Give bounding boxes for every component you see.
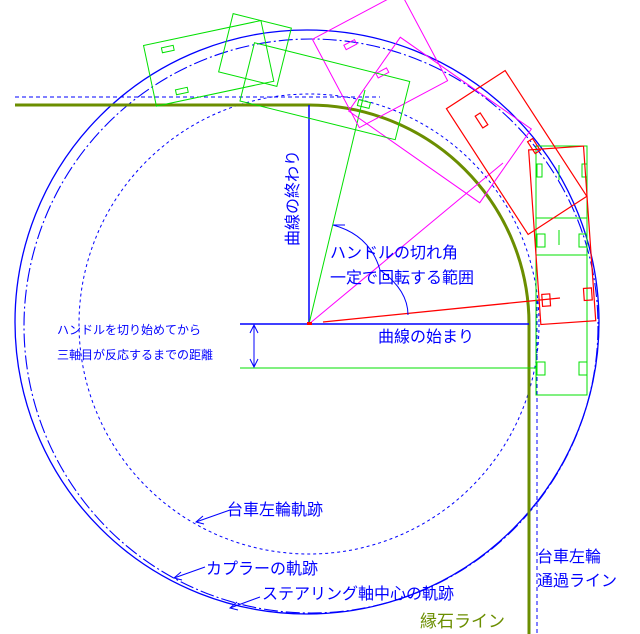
steering-axle-track-circle <box>23 38 599 614</box>
distance-label-2: 三軸目が反応するまでの距離 <box>57 347 213 362</box>
handle-angle-label-2: 一定で回転する範囲 <box>330 268 474 287</box>
curb-line-label: 縁石ライン <box>420 612 505 632</box>
vehicle-magenta <box>311 0 533 204</box>
angle-line-magenta <box>308 162 504 325</box>
pivot-marker <box>307 322 312 325</box>
curb-line <box>15 103 531 634</box>
bogie-left-wheel-track-label: 台車左輪軌跡 <box>227 500 323 519</box>
bogie-pass-line-label-1: 台車左輪 <box>537 547 601 566</box>
distance-label-1: ハンドルを切り始めてから <box>57 323 201 337</box>
steering-axle-track-label: ステアリング軸中心の軌跡 <box>262 584 454 603</box>
handle-angle-label-1: ハンドルの切れ角 <box>330 243 458 262</box>
coupler-track-circle <box>14 29 600 615</box>
bogie-left-wheel-track-circle <box>78 93 540 555</box>
label-arrows <box>172 509 261 611</box>
vehicle-green-rotated <box>142 13 411 141</box>
angle-line-green <box>308 89 366 325</box>
coupler-track-label: カプラーの軌跡 <box>206 559 318 578</box>
distance-arrow <box>249 323 259 369</box>
curve-end-label: 曲線の終わり <box>283 150 302 246</box>
vehicle-green-straight <box>535 145 588 396</box>
angle-range-arrow <box>332 224 409 316</box>
angle-line-red <box>322 297 561 323</box>
curve-start-label: 曲線の始まり <box>378 327 474 346</box>
bogie-pass-line-label-2: 通過ライン <box>537 571 617 590</box>
